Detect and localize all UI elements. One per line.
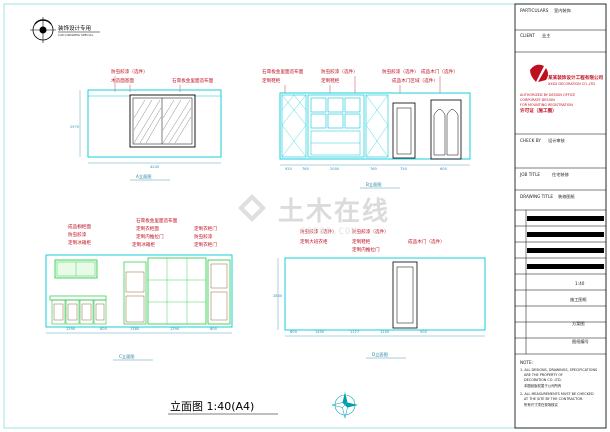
tb-note-7: 所有尺寸须在现场核实: [524, 402, 559, 407]
watermark-text: 土木在线: [278, 197, 390, 227]
elev-b-dim-6: 600: [440, 167, 448, 171]
elev-d-label-2: 防虫胶漆（选件）: [352, 228, 389, 235]
elev-d-label-6: 成品木门（选件）: [408, 238, 445, 245]
elev-a-label-3: 石膏板金里面造布面: [172, 77, 214, 84]
elev-d-label-3: 定制大班衣柜: [300, 238, 328, 245]
elev-b-label-6: 定制鞋柜: [321, 77, 340, 84]
elev-a-caption: A立面图: [136, 173, 151, 180]
elev-c-label-1: 成品橱柜面: [68, 223, 91, 230]
tb-note-4: 本图纸版权属于公司所有: [524, 383, 562, 388]
tb-scale-value: 1:40: [575, 281, 585, 286]
tb-particulars-label: PARTICULARS: [520, 8, 549, 13]
elev-b-label-3: 防虫胶漆（选件）: [382, 68, 419, 75]
elev-c-dim-2: 800: [100, 327, 108, 331]
elev-d-label-5: 定制内推拉门: [352, 246, 380, 253]
tb-note-3: DECORATION CO. LTD.: [524, 378, 562, 382]
elev-b-dim-1: 920: [285, 167, 293, 171]
elev-c-dim-1: 1390: [66, 327, 76, 331]
elev-b-label-2: 防虫胶漆（选件）: [321, 68, 358, 75]
elevation-a: 防虫胶漆（选件） 木造面基面 石膏板金里面造布面 4245 2970: [70, 68, 222, 181]
elev-d-dim-5: 500: [420, 330, 428, 334]
tb-note-6: AT THE SITE BY THE CONTRACTOR.: [524, 397, 583, 401]
tb-sheet-1: 施工图纸: [570, 296, 588, 303]
tb-sheet-2: 方案图: [572, 320, 585, 327]
header-title: 装饰设计专用: [58, 24, 91, 32]
tb-company-cn: 某某装饰设计工程有限公司: [547, 74, 604, 81]
tb-company-en: XXXX DECORATION CO.,LTD: [548, 82, 595, 86]
elev-a-dim-height: 2970: [70, 125, 80, 129]
elev-a-dim-width: 4245: [150, 165, 159, 169]
elev-c-label-9: 防虫胶漆: [194, 233, 213, 240]
elev-c-label-2: 防虫胶漆: [68, 231, 87, 238]
elev-c-dim-5: 800: [210, 327, 218, 331]
elev-c-dim-4: 1390: [170, 327, 180, 331]
elevation-c: 成品橱柜面 防虫胶漆 定制冰箱柜 定制冰箱柜 石膏板金里面造布面 定制衣柜面 定…: [45, 217, 233, 361]
elev-d-caption: D立面图: [372, 351, 388, 358]
elev-d-label-1: 防虫胶漆（选件）: [300, 228, 337, 235]
elev-b-dim-3: 2000: [330, 167, 340, 171]
elev-d-dim-2: 1400: [315, 330, 325, 334]
elev-b-label-1: 石膏板金里面造布面: [262, 68, 304, 75]
elev-d-label-4: 定制鞋柜: [352, 238, 371, 245]
tb-client-label: CLIENT: [520, 33, 535, 38]
tb-drawing-title-value: 装修图纸: [558, 193, 576, 200]
tb-checked-label: CHECK BY: [520, 138, 541, 143]
elev-c-label-3: 定制冰箱柜: [68, 239, 91, 246]
company-logo: [530, 64, 548, 82]
tb-drawing-title-label: DRAWING TITLE: [520, 194, 553, 199]
elev-a-label-2: 木造面基面: [111, 77, 134, 84]
tb-auth-3: FOR MOUNTING REGISTRATION: [520, 103, 573, 107]
header-subtitle: CAD DRAWING SPECIAL: [58, 33, 94, 37]
elev-c-label-5: 石膏板金里面造布面: [136, 217, 178, 224]
tb-auth-2: CORPORATE DESIGN: [520, 98, 555, 102]
elev-c-label-7: 定制内推拉门: [136, 233, 164, 240]
elev-b-label-7: 成品木门区域（选件）: [392, 77, 438, 84]
tb-job-title-value: 住宅装修: [552, 171, 570, 178]
elev-d-dim-3: 1117: [350, 330, 359, 334]
title-block: PARTICULARS 室内装饰 CLIENT 业主 某某装饰设计工程有限公司 …: [514, 3, 607, 429]
elev-c-caption: C立面图: [119, 353, 135, 360]
compass-icon: [331, 392, 358, 419]
drawing-scale-title: 立面图 1:40(A4): [170, 399, 254, 413]
elev-c-label-10: 定制衣柜门: [194, 241, 217, 248]
elev-b-caption: B立面图: [366, 181, 381, 188]
elev-b-dim-2: 760: [302, 167, 310, 171]
elev-b-dim-4: 760: [370, 167, 378, 171]
tb-auth-4: 许可证（施工图）: [520, 107, 557, 114]
elev-a-label-1: 防虫胶漆（选件）: [111, 68, 148, 75]
header-logo: 装饰设计专用 CAD DRAWING SPECIAL: [30, 17, 100, 43]
tb-job-title-label: JOB TITLE: [519, 172, 540, 177]
elev-d-dim-1: 600: [290, 330, 298, 334]
tb-note-1: 1. ALL DESIGNS, DRAWINGS, SPECIFICATIONS: [520, 368, 597, 372]
tb-particulars-value: 室内装饰: [554, 7, 571, 14]
tb-notes-label: NOTE:: [520, 360, 533, 365]
elev-b-dim-5: 750: [400, 167, 408, 171]
tb-auth-1: AUTHORIZED BY DESIGN OFFICE: [520, 93, 575, 97]
elev-c-dim-3: 1380: [130, 327, 140, 331]
elev-c-label-8: 定制衣柜门: [194, 225, 217, 232]
tb-client-value: 业主: [542, 32, 550, 38]
elevation-d: 防虫胶漆（选件） 防虫胶漆（选件） 定制大班衣柜 定制鞋柜 定制内推拉门 成品木…: [273, 228, 486, 359]
elev-c-label-6: 定制衣柜面: [136, 225, 159, 232]
tb-note-2: ARE THE PROPERTY OF: [524, 373, 563, 377]
elev-b-label-4: 成品木门（选件）: [421, 68, 458, 75]
elevation-b: 石膏板金里面造布面 防虫胶漆（选件） 防虫胶漆（选件） 成品木门（选件） 定制鞋…: [262, 68, 471, 189]
tb-checked-value: 设计审核: [548, 137, 566, 144]
watermark-sub: COI88.COM: [300, 227, 358, 237]
tb-note-5: 2. ALL MEASUREMENTS MUST BE CHECKED: [520, 392, 594, 396]
elev-c-label-4: 定制冰箱柜: [132, 241, 155, 248]
elev-b-label-5: 定制鞋柜: [262, 77, 281, 84]
watermark: 土木在线 COI88.COM: [238, 194, 390, 237]
elev-d-dim-4: 1100: [380, 330, 390, 334]
tb-sheet-3: 图纸编号: [572, 338, 589, 345]
